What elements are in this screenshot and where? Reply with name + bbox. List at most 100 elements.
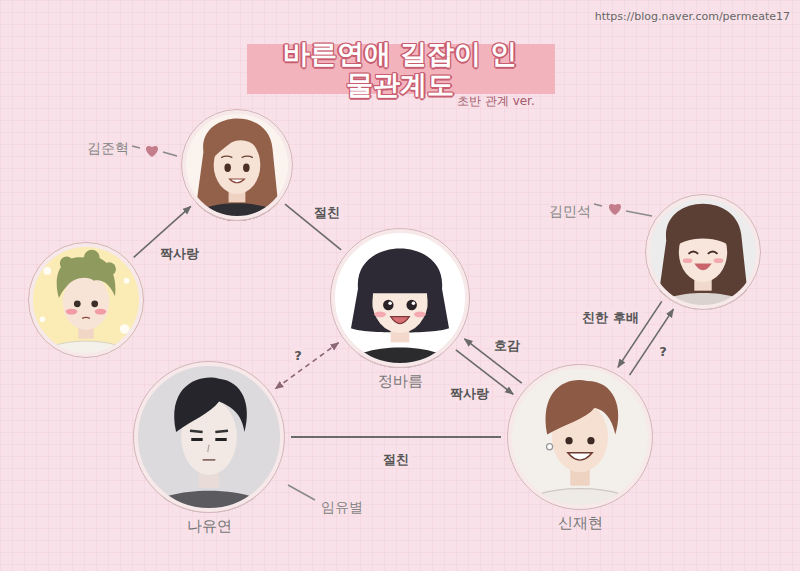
- eye: [91, 300, 98, 307]
- eye: [565, 437, 572, 444]
- relation-label: 호감: [491, 337, 523, 354]
- portrait-frame: [133, 361, 285, 513]
- edge-label-wrap: 짝사랑: [157, 243, 202, 262]
- frame-outline: [134, 362, 285, 513]
- blush: [66, 309, 78, 315]
- watermark-url: https://blog.naver.com/permeate17: [595, 10, 790, 23]
- sparkle: [40, 316, 46, 322]
- portrait: [507, 364, 653, 512]
- character-node: 나유연: [133, 361, 285, 513]
- character-name: 김민석: [549, 203, 591, 220]
- relation-label: 절친: [380, 451, 412, 468]
- hair: [351, 248, 449, 332]
- mouth: [568, 453, 592, 460]
- leader-line: [132, 146, 140, 148]
- eye-highlight: [388, 302, 392, 306]
- frame-outline: [646, 195, 761, 310]
- relation-label: 친한 후배: [579, 309, 642, 326]
- relation-arrow: [275, 343, 338, 389]
- portrait-bg: [330, 228, 470, 368]
- eye: [383, 300, 394, 311]
- portrait: [133, 361, 285, 516]
- title-wrap: 바른연애 길잡이 인물관계도: [270, 38, 530, 100]
- edge-label-wrap: 호감: [491, 335, 523, 354]
- eye: [74, 300, 81, 307]
- heart-symbol: [609, 204, 621, 215]
- portrait-bg: [507, 364, 653, 510]
- hair: [60, 256, 74, 270]
- mouth: [694, 264, 711, 271]
- heart-symbol: [146, 146, 158, 157]
- nose: [208, 445, 209, 453]
- portrait-frame: [645, 194, 761, 310]
- mouth: [230, 179, 245, 183]
- portrait: [330, 228, 470, 370]
- relation-label: 짝사랑: [157, 245, 202, 262]
- relation-label: 절친: [311, 204, 343, 221]
- character-node: 신재현: [507, 364, 653, 510]
- frame-outline: [508, 365, 653, 510]
- label-wrap: 임유별: [321, 497, 363, 516]
- edge-label-wrap: 절친: [380, 449, 412, 468]
- brow: [221, 156, 253, 157]
- eye: [587, 437, 594, 444]
- sparkle: [43, 267, 51, 275]
- frame-ring: [136, 364, 283, 511]
- blush: [95, 309, 107, 315]
- hair: [102, 262, 116, 276]
- mouth: [203, 459, 216, 461]
- subtitle-note: 초반 관계 ver.: [457, 94, 535, 108]
- character-node: [181, 109, 293, 221]
- edge-label-wrap: ?: [656, 341, 670, 360]
- mouth: [391, 317, 410, 324]
- portrait-frame: [330, 228, 470, 368]
- leader-line: [626, 211, 652, 216]
- hair: [674, 215, 732, 250]
- portrait: [28, 242, 144, 360]
- eye: [688, 252, 717, 254]
- character-name: 나유연: [133, 517, 285, 535]
- brow: [190, 431, 228, 432]
- mouth: [82, 317, 90, 319]
- character-node: [28, 242, 144, 358]
- relation-label: ?: [656, 343, 670, 360]
- edge-label-wrap: 짝사랑: [447, 383, 492, 402]
- blush: [374, 311, 386, 317]
- frame-ring: [648, 197, 759, 308]
- portrait-bg: [133, 361, 285, 513]
- frame-outline: [29, 243, 144, 358]
- eye: [406, 300, 417, 311]
- hair: [360, 291, 439, 324]
- frame-outline: [182, 110, 293, 221]
- frame-ring: [184, 112, 291, 219]
- character-name: 김준혁: [87, 140, 129, 157]
- portrait-frame: [507, 364, 653, 510]
- hair: [546, 380, 619, 435]
- portrait-frame: [28, 242, 144, 358]
- eye-highlight: [412, 302, 416, 306]
- diagram-title: 바른연애 길잡이 인물관계도: [270, 38, 530, 100]
- edge-label-wrap: 절친: [311, 202, 343, 221]
- edge-label-wrap: ?: [291, 345, 305, 364]
- frame-ring: [31, 245, 142, 356]
- character-name: 신재현: [507, 514, 653, 532]
- label-wrap: https://blog.naver.com/permeate17: [595, 5, 790, 24]
- hair: [364, 257, 437, 294]
- leader-line: [594, 204, 602, 206]
- sparkle: [124, 278, 130, 284]
- edge-label-wrap: 친한 후배: [579, 307, 642, 326]
- eye: [243, 164, 250, 172]
- relation-label: ?: [291, 347, 305, 364]
- frame-outline: [331, 229, 470, 368]
- character-name: 임유별: [321, 499, 363, 516]
- portrait-bg: [28, 242, 144, 358]
- character-node: 정바름: [330, 228, 470, 368]
- blush: [714, 258, 724, 263]
- blush: [414, 311, 426, 317]
- leader-line: [163, 152, 177, 156]
- portrait: [181, 109, 293, 223]
- portrait-frame: [181, 109, 293, 221]
